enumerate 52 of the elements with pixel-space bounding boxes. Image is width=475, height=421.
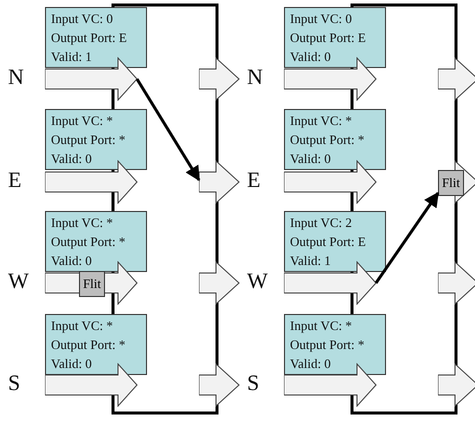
state-field: Input VC: * xyxy=(290,316,385,335)
state-field: Input VC: * xyxy=(51,213,146,232)
output-port-shape xyxy=(199,57,240,101)
state-field: Output Port: E xyxy=(290,232,385,251)
port-label: N xyxy=(8,64,24,90)
flit-box: Flit xyxy=(79,271,105,297)
state-field: Input VC: 2 xyxy=(290,213,385,232)
state-field: Output Port: E xyxy=(51,28,146,47)
state-field: Output Port: * xyxy=(51,232,146,251)
buffer-state-box xyxy=(45,211,147,272)
state-field: Output Port: E xyxy=(290,28,385,47)
port-label: E xyxy=(8,167,22,193)
state-field: Valid: 0 xyxy=(51,149,146,168)
state-field: Valid: 0 xyxy=(51,251,146,270)
output-port-shape xyxy=(438,57,475,101)
port-label: S xyxy=(247,370,260,396)
output-port-shape xyxy=(438,261,475,305)
state-field: Input VC: 0 xyxy=(51,9,146,28)
state-field: Input VC: * xyxy=(51,316,146,335)
arrow xyxy=(374,192,440,284)
state-field: Input VC: 0 xyxy=(290,9,385,28)
state-field: Valid: 0 xyxy=(290,149,385,168)
port-label: W xyxy=(247,268,268,294)
state-field: Valid: 1 xyxy=(290,251,385,270)
buffer-state-box xyxy=(45,7,147,68)
port-label: S xyxy=(8,370,20,396)
buffer-state-box xyxy=(284,109,386,170)
state-field: Valid: 0 xyxy=(290,47,385,66)
state-field: Output Port: * xyxy=(290,130,385,149)
port-label: W xyxy=(8,268,29,294)
buffer-state-box xyxy=(284,314,386,375)
flit-box: Flit xyxy=(438,170,464,196)
output-port-shape xyxy=(438,363,475,407)
output-port-shape xyxy=(438,160,475,204)
output-port-shape xyxy=(199,160,240,204)
buffer-state-box xyxy=(45,109,147,170)
arrow xyxy=(136,78,200,182)
buffer-state-box xyxy=(45,314,147,375)
state-field: Valid: 1 xyxy=(51,47,146,66)
port-label: E xyxy=(247,167,260,193)
state-field: Valid: 0 xyxy=(51,354,146,373)
state-field: Input VC: * xyxy=(290,111,385,130)
buffer-state-box xyxy=(284,211,386,272)
port-label: N xyxy=(247,64,263,90)
buffer-state-box xyxy=(284,7,386,68)
state-field: Input VC: * xyxy=(51,111,146,130)
state-field: Output Port: * xyxy=(51,130,146,149)
output-port-shape xyxy=(199,261,240,305)
state-field: Output Port: * xyxy=(51,335,146,354)
state-field: Valid: 0 xyxy=(290,354,385,373)
state-field: Output Port: * xyxy=(290,335,385,354)
output-port-shape xyxy=(199,363,240,407)
